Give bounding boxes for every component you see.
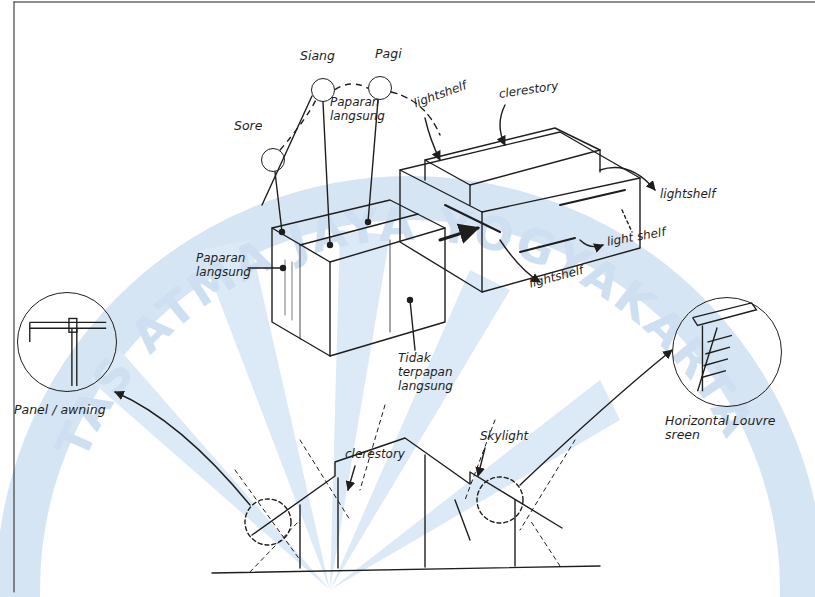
leader-line	[248, 267, 283, 268]
detail-marker	[477, 477, 523, 523]
part-label: lightshelf	[412, 74, 482, 111]
detail-marker	[245, 499, 291, 545]
callout-arrow	[500, 105, 505, 145]
hit-dot	[366, 220, 371, 225]
sun-ray	[262, 96, 312, 205]
callout-arrow	[600, 168, 655, 191]
hit-dot	[281, 266, 286, 271]
building-section	[212, 438, 600, 573]
sun-ray	[275, 172, 282, 232]
part-label: Skylight	[480, 430, 550, 444]
sun-path-arc	[335, 84, 368, 90]
part-label: lightshelf	[660, 188, 740, 202]
detail-leader	[520, 350, 672, 485]
detail-circle: Horizontal Louvre sreen	[672, 297, 782, 407]
exposure-note: Paparan langsung	[196, 252, 254, 280]
part-label: clerestory	[345, 448, 425, 462]
callout-arrow	[348, 466, 355, 490]
awning-detail	[18, 293, 116, 391]
dimension-mark	[622, 210, 632, 232]
sun-label: Siang	[300, 49, 360, 63]
mass-box	[272, 200, 445, 356]
transform-arrow	[440, 228, 478, 240]
sun-path-arc	[280, 100, 316, 150]
light-ray	[235, 405, 575, 572]
hit-dot	[328, 243, 333, 248]
callout-arrow	[580, 240, 603, 247]
hit-dot	[408, 298, 413, 303]
callout-arrow	[478, 448, 485, 476]
detail-circle: Panel / awning	[17, 292, 117, 392]
detail-label: Panel / awning	[14, 403, 144, 417]
sun-circle: Sore	[261, 148, 285, 172]
watermark-text: TAS ATMA JAYA YOGYAKARTA	[45, 197, 766, 466]
leader-line	[410, 300, 415, 350]
part-label: light shelf	[606, 222, 687, 249]
part-label: clerestory	[498, 77, 579, 102]
watermark-text: TAS ATMA JAYA YOGYAKARTA	[45, 197, 766, 466]
frame-line	[14, 2, 15, 592]
detail-label: Horizontal Louvre sreen	[665, 414, 790, 443]
frame-line	[14, 2, 815, 3]
sun-label: Pagi	[375, 47, 435, 61]
exposure-note: Paparan langsung	[330, 96, 390, 124]
callout-arrow	[425, 118, 440, 160]
exposure-note: Tidak terpapan langsung	[398, 352, 476, 393]
louvre-detail	[673, 298, 781, 406]
detail-leader	[115, 392, 250, 505]
sun-label: Sore	[234, 119, 294, 133]
sun-ray	[323, 102, 330, 245]
